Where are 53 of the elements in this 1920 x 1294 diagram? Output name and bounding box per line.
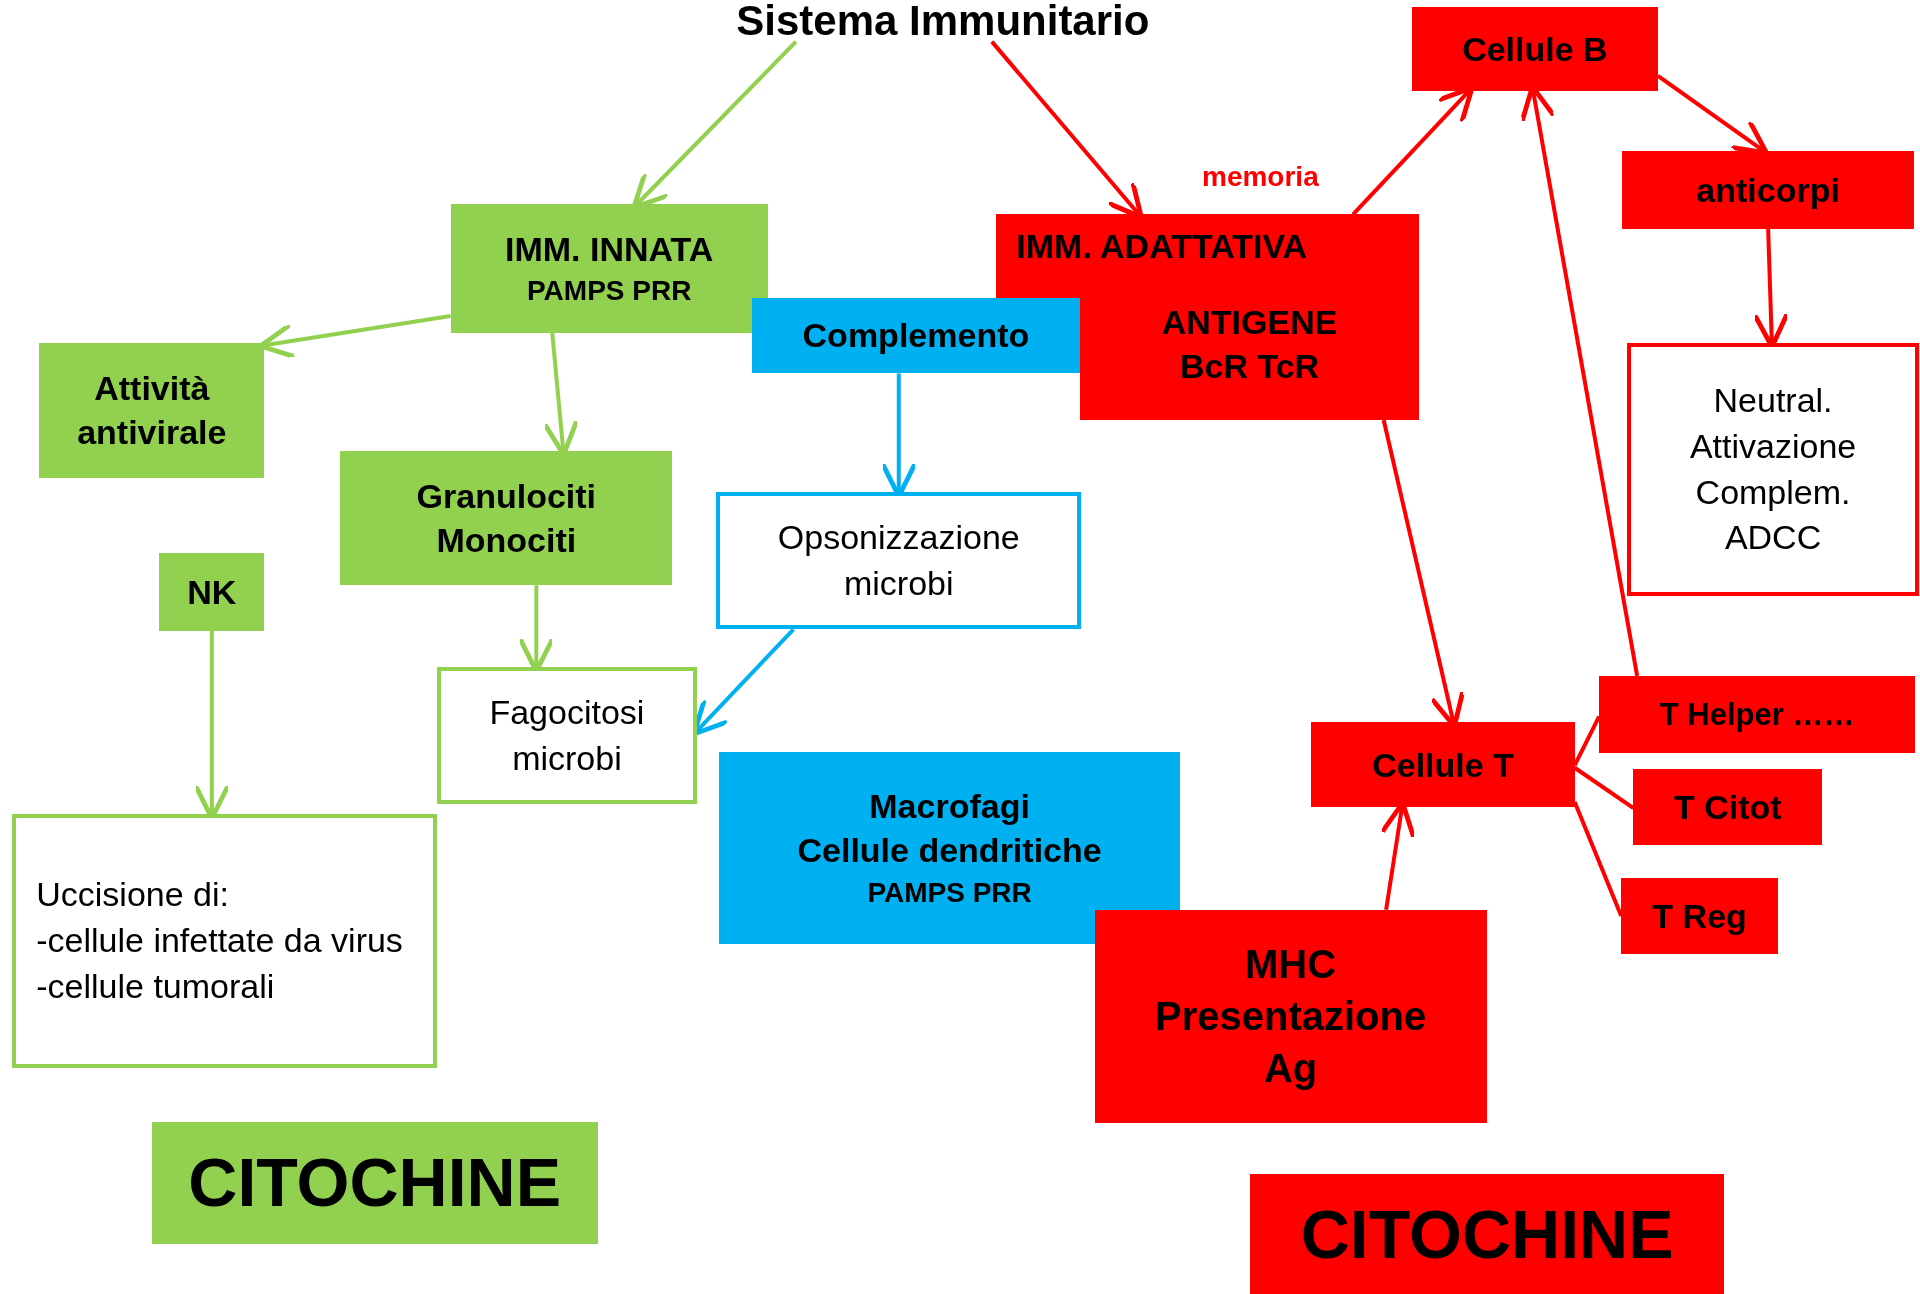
box-text: PAMPS PRR [527,274,692,309]
box-text: Cellule B [1462,28,1608,70]
box-text: MHC [1245,941,1337,989]
process-box [1094,909,1487,1123]
box-text: Macrofagi [869,786,1030,828]
box-text: IMM. INNATA [505,229,714,271]
box-text: CITOCHINE [188,1145,562,1221]
process-box [39,342,265,478]
box-text: Cellule dendritiche [797,830,1102,872]
process-box [1599,675,1916,754]
box-text: NK [187,571,237,613]
box-text: Ag [1263,1045,1318,1093]
box-text: BcR TcR [1180,346,1320,388]
box-text: T Citot [1673,786,1782,828]
process-box [437,667,697,805]
process-box [12,814,438,1068]
box-text: Neutral. [1713,379,1833,421]
box-text: Sistema Immunitario [736,0,1150,42]
process-box [1621,877,1778,954]
process-box [340,450,673,586]
box-text: anticorpi [1696,169,1840,211]
box-text: T Helper …… [1659,695,1855,734]
box-text: T Reg [1652,895,1747,937]
box-text: ANTIGENE [1161,302,1338,343]
process-box [1622,150,1914,229]
process-box [1250,1174,1725,1294]
process-box [1627,342,1919,597]
box-text: Monociti [436,519,577,561]
process-box [1411,7,1658,91]
box-text: CITOCHINE [1300,1196,1674,1272]
box-text: Complemento [802,315,1030,357]
process-box [718,751,1181,945]
box-text: Attivazione [1689,425,1857,467]
process-box [716,492,1082,630]
box-text: Opsonizzazione microbi [776,516,1021,604]
process-box [159,553,265,631]
box-text: PAMPS PRR [867,875,1032,910]
box-text: Fagocitosi microbi [488,692,646,779]
process-box [1311,722,1575,807]
box-text: Granulociti [416,475,597,517]
box-text: Complem. [1695,471,1851,513]
box-text: ADCC [1724,517,1822,559]
box-text: Presentazione [1155,993,1427,1041]
process-box [1633,768,1823,845]
box-text: Attività antivirale [76,368,228,454]
process-box [751,297,1080,374]
process-box [151,1121,598,1245]
box-text: IMM. ADATTATIVA [1016,226,1308,268]
process-box [450,204,768,334]
box-text: Uccisione di: [36,874,229,916]
box-text: Cellule T [1372,744,1514,786]
box-text: -cellule tumorali [36,965,275,1007]
box-text: -cellule infettate da virus [36,920,403,962]
